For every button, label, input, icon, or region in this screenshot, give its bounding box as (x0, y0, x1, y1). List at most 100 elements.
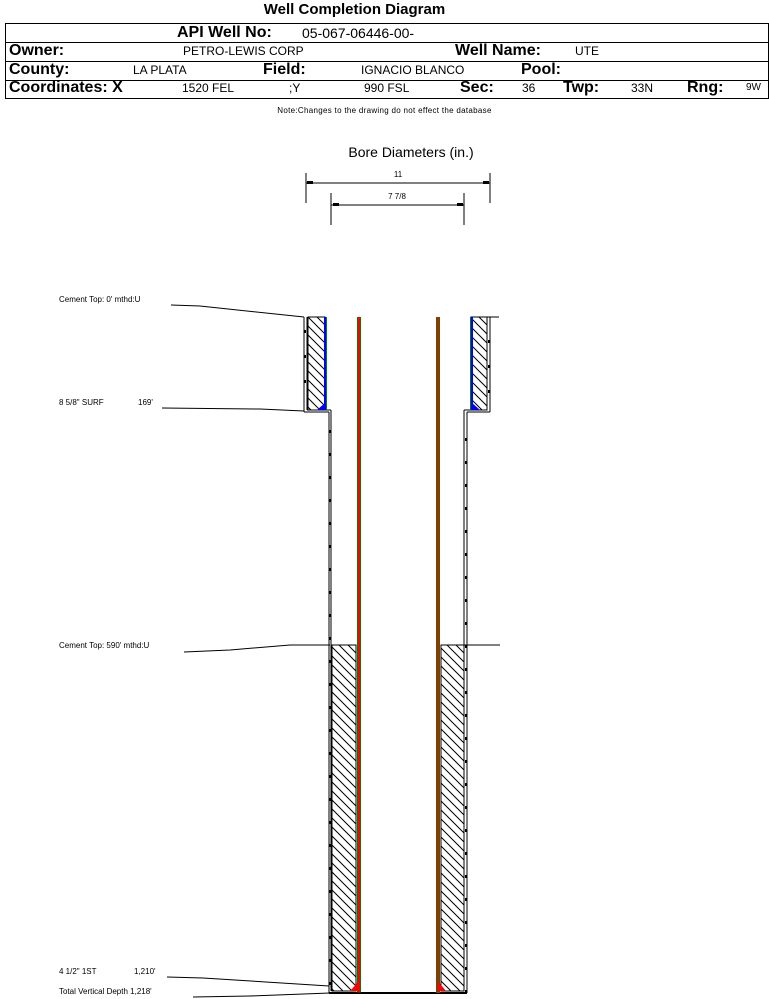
twp-label: Twp: (563, 79, 600, 96)
wall-tick (465, 668, 467, 671)
cement-top-leader-1 (170, 304, 305, 318)
wall-tick (465, 599, 467, 602)
well-name-label: Well Name: (455, 42, 541, 59)
wall-tick (488, 390, 490, 393)
coord-y-label: ;Y (289, 81, 301, 95)
wall-tick-marks (304, 330, 490, 993)
wall-tick (329, 430, 331, 433)
wall-tick (465, 438, 467, 441)
wall-tick (465, 944, 467, 947)
bore-diameters-title: Bore Diameters (in.) (348, 144, 473, 160)
bore-dimension-7-7-8-label: 7 7/8 (388, 192, 406, 201)
wall-tick (304, 330, 306, 333)
page-title: Well Completion Diagram (263, 1, 446, 18)
production-cement-left (331, 644, 357, 992)
wall-tick (465, 783, 467, 786)
wall-tick (329, 890, 331, 893)
production-casing-leader (166, 976, 330, 987)
wall-tick (465, 507, 467, 510)
surface-casing-shoe-right (471, 402, 480, 410)
wall-tick (465, 990, 467, 993)
county-label: County: (9, 61, 70, 78)
wall-tick (465, 553, 467, 556)
owner-value: PETRO-LEWIS CORP (183, 44, 304, 58)
wall-tick (329, 476, 331, 479)
wall-tick (329, 614, 331, 617)
production-casing-right (436, 317, 440, 993)
cement-top-label-2: Cement Top: 590' mthd:U (59, 641, 150, 650)
wall-tick (329, 844, 331, 847)
wall-tick (465, 852, 467, 855)
wall-tick (465, 737, 467, 740)
surface-casing-depth: 169' (138, 398, 153, 407)
wall-tick (329, 798, 331, 801)
wall-tick (465, 967, 467, 970)
well-header-table: API Well No: 05-067-06446-00- Owner: PET… (5, 23, 769, 99)
wall-tick (304, 380, 306, 383)
wall-tick (465, 714, 467, 717)
row-divider (6, 61, 768, 62)
coordinates-label: Coordinates: X (9, 79, 123, 96)
wall-tick (329, 959, 331, 962)
production-casing-label: 4 1/2" 1ST (59, 967, 97, 976)
twp-value: 33N (631, 81, 654, 95)
wall-tick (329, 568, 331, 571)
wall-tick (465, 760, 467, 763)
pool-label: Pool: (521, 61, 561, 78)
production-casing-shoe-right (437, 980, 446, 991)
wall-tick (465, 875, 467, 878)
surface-cement-right (470, 316, 488, 411)
wall-tick (329, 936, 331, 939)
wall-tick (488, 365, 490, 368)
row-divider (6, 42, 768, 43)
production-cement-right (440, 644, 465, 992)
well-name-value: UTE (575, 44, 599, 58)
wall-tick (329, 775, 331, 778)
wall-tick (465, 576, 467, 579)
wall-tick (329, 545, 331, 548)
cement-top-leader-2 (183, 644, 330, 653)
wall-tick (329, 821, 331, 824)
wall-tick (329, 729, 331, 732)
wall-tick (465, 484, 467, 487)
wall-tick (465, 645, 467, 648)
coord-y-value: 990 FSL (364, 81, 410, 95)
wall-tick (329, 867, 331, 870)
production-casing-depth: 1,210' (134, 967, 156, 976)
production-hole-left-wall (328, 410, 332, 993)
surface-casing-right (471, 317, 473, 410)
rng-value: 9W (746, 82, 761, 93)
coord-x-value: 1520 FEL (182, 81, 235, 95)
wall-tick (329, 522, 331, 525)
wall-tick (304, 355, 306, 358)
wall-tick (465, 921, 467, 924)
total-depth-label: Total Vertical Depth 1,218' (59, 987, 152, 996)
wall-tick (488, 340, 490, 343)
sec-label: Sec: (460, 79, 494, 96)
wall-tick (465, 622, 467, 625)
wall-tick (465, 898, 467, 901)
wall-tick (465, 691, 467, 694)
wall-tick (465, 806, 467, 809)
rng-label: Rng: (687, 79, 724, 96)
county-value: LA PLATA (133, 63, 187, 77)
wall-tick (329, 752, 331, 755)
wall-tick (329, 637, 331, 640)
wall-tick (329, 660, 331, 663)
production-casing-left (357, 317, 361, 993)
total-depth-leader (192, 992, 396, 998)
bore-dimension-11-label: 11 (394, 170, 403, 179)
wall-tick (329, 499, 331, 502)
field-value: IGNACIO BLANCO (361, 63, 465, 77)
row-divider (6, 80, 768, 81)
database-note: Note:Changes to the drawing do not effec… (277, 106, 492, 115)
surface-casing-shoe-left (317, 402, 326, 410)
wall-tick (465, 461, 467, 464)
wall-tick (329, 913, 331, 916)
wall-tick (329, 683, 331, 686)
production-casing-shoe-left (350, 980, 360, 991)
surface-casing-left (324, 317, 326, 410)
owner-label: Owner: (9, 42, 65, 59)
surface-casing-label: 8 5/8" SURF (59, 398, 104, 407)
